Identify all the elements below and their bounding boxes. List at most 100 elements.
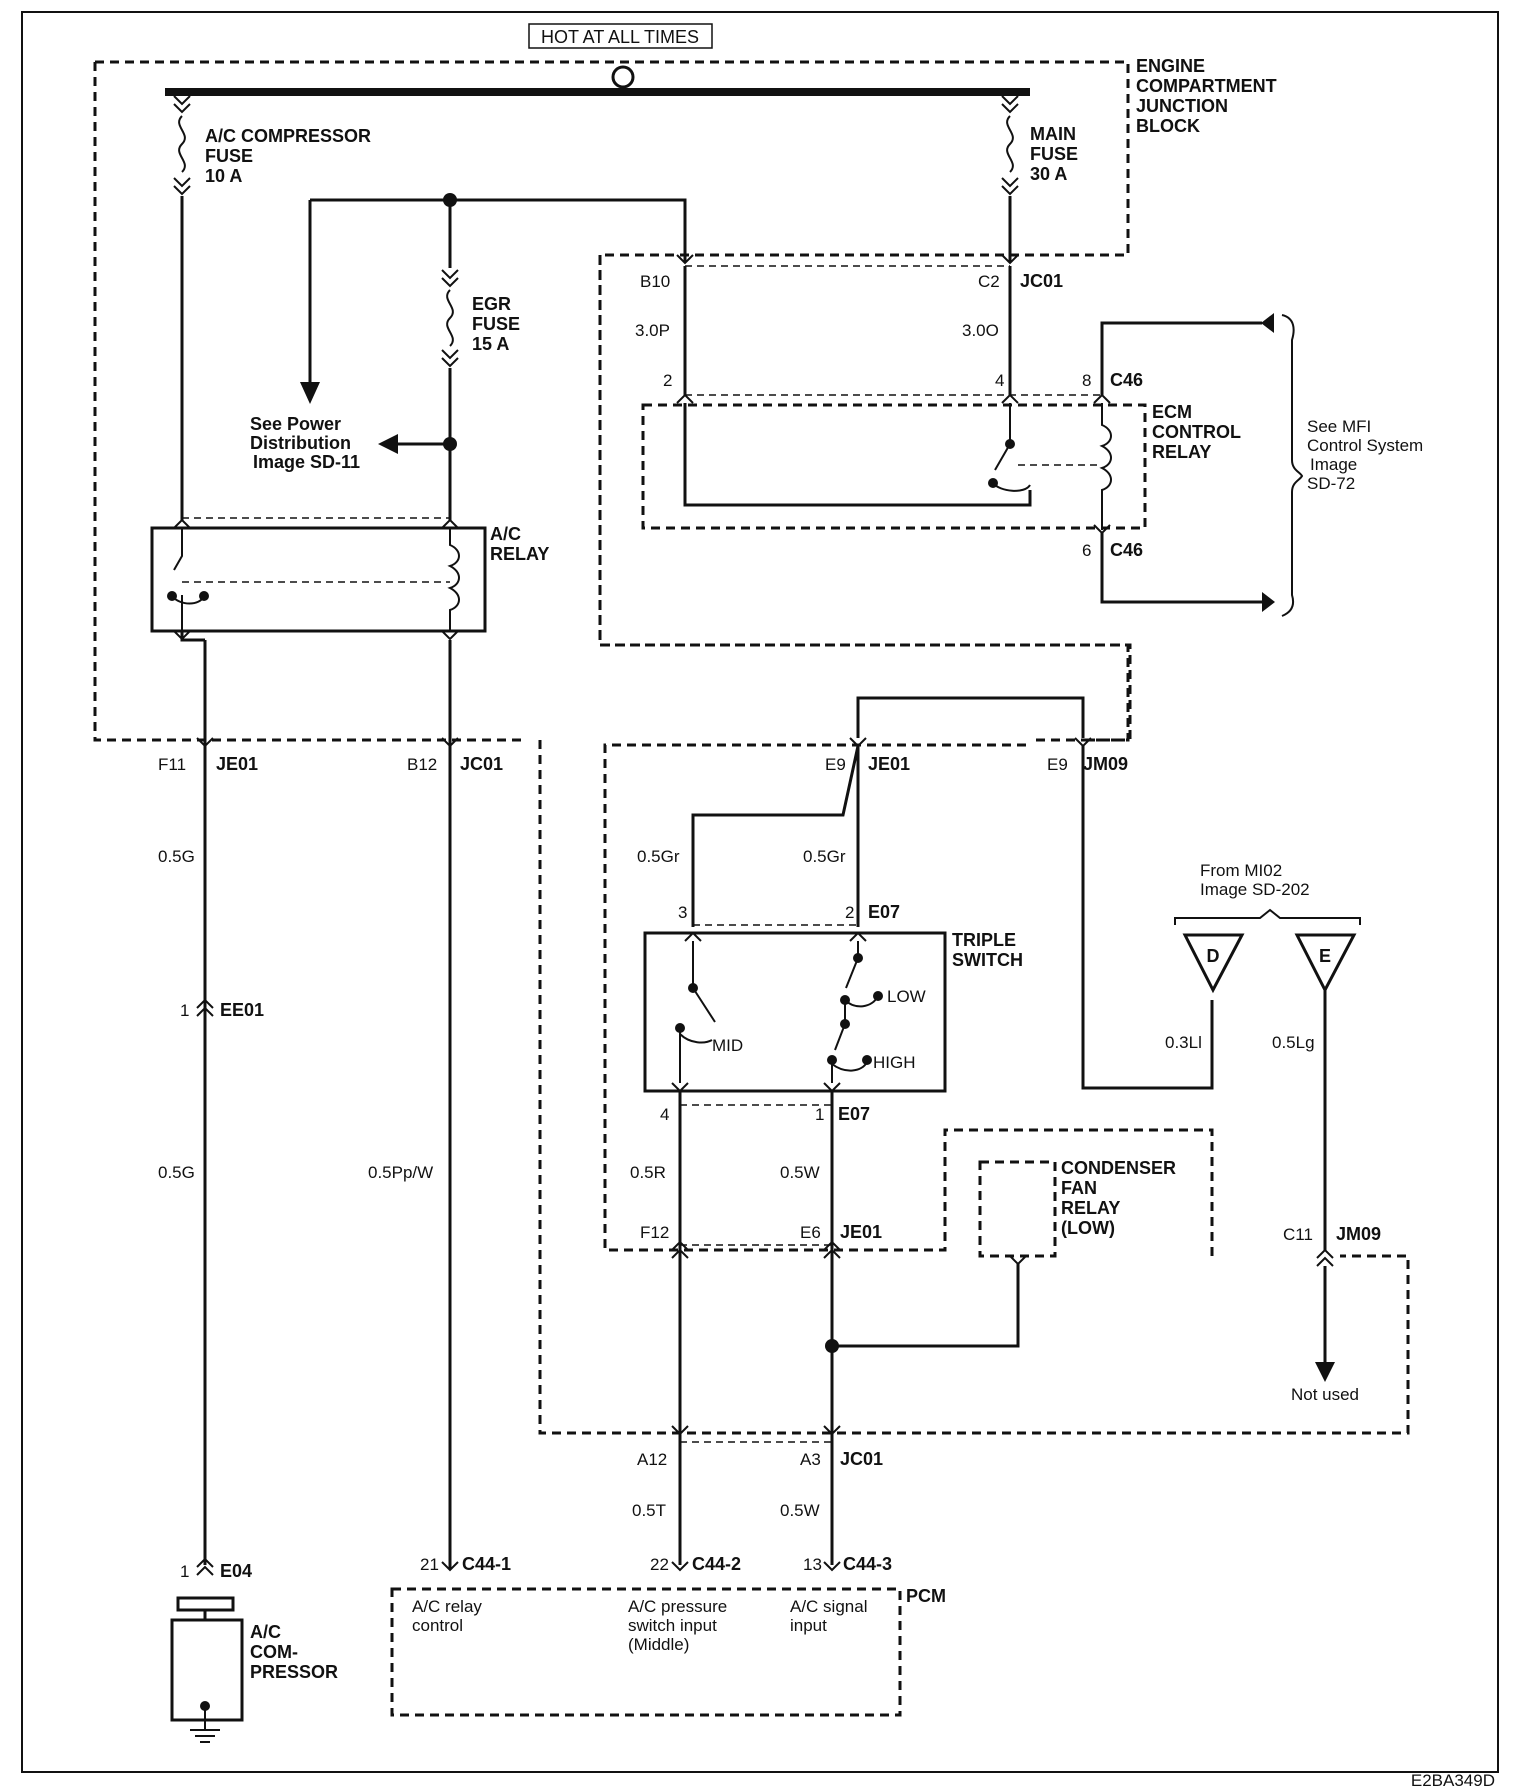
wire-0-5g-top: 0.5G — [158, 847, 195, 866]
pin-jc01-mid: JC01 — [460, 754, 503, 774]
ac-relay-contact-arc — [171, 595, 205, 605]
pin-6: 6 — [1082, 541, 1091, 560]
mfi-wire-top — [1100, 321, 1262, 395]
pin-3: 3 — [678, 903, 687, 922]
connector-d-label: D — [1207, 946, 1220, 966]
triple-switch-feed-left — [691, 745, 860, 927]
mfi-arrow-bottom — [1262, 592, 1275, 612]
wire-0-5lg: 0.5Lg — [1272, 1033, 1315, 1052]
pin-e07-bottom: E07 — [838, 1104, 870, 1124]
low-arc — [844, 995, 879, 1008]
bus-terminal — [611, 65, 635, 89]
pin-e04: E04 — [220, 1561, 252, 1581]
c2-terminal — [1001, 254, 1019, 265]
high-contact-3 — [862, 1055, 872, 1065]
low-switch-lever — [845, 941, 859, 989]
not-used-label: Not used — [1291, 1385, 1359, 1404]
high-contact-1 — [840, 1019, 850, 1029]
c44-terminals — [671, 1561, 841, 1572]
pin-triple-4: 4 — [660, 1105, 669, 1124]
main-fuse-symbol — [1001, 95, 1019, 196]
connector-d-triangle — [1182, 933, 1245, 994]
power-dist-branch-arrow — [378, 434, 398, 454]
mfi-bracket — [1281, 314, 1304, 617]
triple-switch-box — [643, 931, 947, 1093]
pin-f12: F12 — [640, 1223, 669, 1242]
mfi-wire-bottom — [1100, 533, 1262, 604]
ecm-coil — [1099, 403, 1112, 530]
pin-4: 4 — [995, 371, 1004, 390]
ac-relay-top-terminals — [173, 518, 459, 529]
low-contact-1 — [853, 953, 863, 963]
pin-b12: B12 — [407, 755, 437, 774]
pin-jm09-bottom: JM09 — [1336, 1224, 1381, 1244]
ecm-relay-outline — [641, 403, 1147, 530]
pin-21: 21 — [420, 1555, 439, 1574]
c11-connector — [1316, 1248, 1334, 1267]
ac-compressor-symbol — [170, 1596, 244, 1743]
pin-ee01: EE01 — [220, 1000, 264, 1020]
pin-13: 13 — [803, 1555, 822, 1574]
pin-jc01-top: JC01 — [1020, 271, 1063, 291]
e04-connector — [196, 1557, 214, 1576]
condenser-relay-terminal — [1009, 1255, 1027, 1266]
wire-0-5w-bottom: 0.5W — [780, 1501, 820, 1520]
pin-triple-1: 1 — [815, 1105, 824, 1124]
junction-dot-signal — [825, 1339, 839, 1353]
wire-0-5gr-right: 0.5Gr — [803, 847, 846, 866]
ac-relay-dashes — [182, 517, 450, 583]
pin-c44-2: C44-2 — [692, 1554, 741, 1574]
junction-dashed-mid — [600, 643, 1132, 742]
ac-relay-coil — [447, 528, 460, 631]
switch-low-label: LOW — [887, 987, 926, 1006]
pin-c44-1: C44-1 — [462, 1554, 511, 1574]
wire-0-5w-top: 0.5W — [780, 1163, 820, 1182]
lower-dashed-region — [538, 740, 1410, 1435]
pin-c2: C2 — [978, 272, 1000, 291]
pin-a12: A12 — [637, 1450, 667, 1469]
ecm-terminals — [676, 393, 1111, 404]
wire-0-5g-bottom: 0.5G — [158, 1163, 195, 1182]
pin-e9-left: E9 — [825, 755, 846, 774]
connector-e-label: E — [1319, 946, 1331, 966]
pin-jm09-top: JM09 — [1083, 754, 1128, 774]
wire-0-3li: 0.3Ll — [1165, 1033, 1202, 1052]
pin-c11: C11 — [1283, 1225, 1313, 1244]
pin-c44-3: C44-3 — [843, 1554, 892, 1574]
wire-3-0p: 3.0P — [635, 321, 670, 340]
ac-compressor-fuse-symbol — [173, 95, 191, 196]
not-used-arrow — [1315, 1362, 1335, 1382]
pin-f11: F11 — [158, 755, 186, 774]
switch-high-label: HIGH — [873, 1053, 916, 1072]
pin-je01-e9: JE01 — [868, 754, 910, 774]
pin-c46-top: C46 — [1110, 370, 1143, 390]
connector-e-triangle — [1294, 933, 1357, 994]
pin-8: 8 — [1082, 371, 1091, 390]
condenser-relay-box — [978, 1160, 1057, 1258]
pcm-label: PCM — [906, 1586, 946, 1606]
ac-relay-out-jog — [180, 631, 205, 642]
wire-3-0o: 3.0O — [962, 321, 999, 340]
egr-fuse-symbol — [441, 269, 459, 368]
mfi-arrow-top — [1261, 313, 1274, 333]
mid-switch-lever — [692, 941, 716, 1023]
ecm-internal-loop — [683, 403, 1032, 507]
switch-mid-label: MID — [712, 1036, 743, 1055]
power-dist-arrow — [300, 382, 320, 404]
pin-c46-bottom: C46 — [1110, 540, 1143, 560]
mi02-bracket — [1174, 908, 1361, 925]
b10-terminal — [676, 254, 694, 265]
triple-switch-region — [603, 743, 1214, 1256]
